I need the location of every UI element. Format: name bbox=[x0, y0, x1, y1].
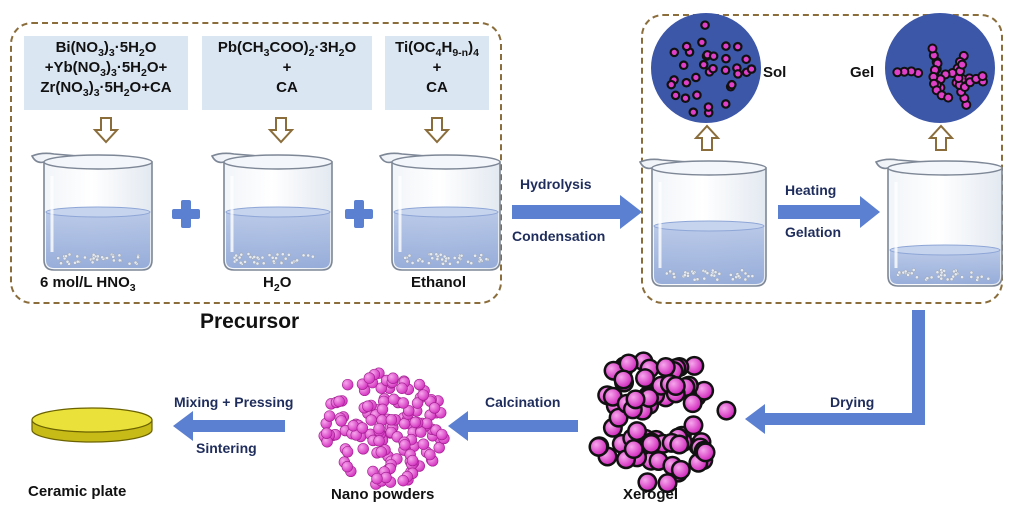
xerogel-label: Xerogel bbox=[623, 486, 679, 503]
beaker-sol bbox=[638, 158, 767, 287]
nano-powders-particles bbox=[318, 367, 450, 490]
ceramic-plate-disc bbox=[31, 407, 153, 443]
plus-icon-1 bbox=[172, 200, 200, 228]
reagent-box-3: Ti(OC4H9-n)4 + CA bbox=[385, 36, 489, 110]
sol-particles-circle bbox=[651, 13, 761, 123]
precursor-title: Precursor bbox=[200, 310, 300, 333]
reagent-2-line-2: + bbox=[282, 59, 292, 76]
beaker-gel bbox=[874, 158, 1003, 287]
xerogel-particles bbox=[588, 351, 737, 494]
hydrolysis-arrow bbox=[512, 195, 642, 229]
condensation-label: Condensation bbox=[512, 228, 606, 244]
down-arrow-2 bbox=[267, 117, 295, 144]
reagent-box-2: Pb(CH3COO)2·3H2O + CA bbox=[202, 36, 372, 110]
sintering-arrow bbox=[173, 411, 285, 441]
sol-gel-box bbox=[641, 14, 1003, 304]
solvent-label-h2o: H2O bbox=[263, 274, 292, 294]
reagent-3-line-3: CA bbox=[426, 79, 448, 96]
precursor-box bbox=[10, 22, 502, 304]
solvent-label-hno3: 6 mol/L HNO3 bbox=[40, 274, 136, 294]
reagent-2-line-1: Pb(CH3COO)2·3H2O bbox=[217, 39, 357, 59]
sol-label: Sol bbox=[763, 64, 787, 81]
drying-label: Drying bbox=[830, 394, 875, 410]
calcination-label: Calcination bbox=[485, 394, 561, 410]
beaker-hno3 bbox=[30, 152, 153, 271]
down-arrow-3 bbox=[423, 117, 451, 144]
sintering-label: Sintering bbox=[196, 440, 257, 456]
solvent-label-ethanol: Ethanol bbox=[411, 274, 466, 291]
up-arrow-sol bbox=[693, 124, 721, 151]
plus-icon-2 bbox=[345, 200, 373, 228]
heating-arrow bbox=[778, 196, 880, 228]
beaker-h2o bbox=[210, 152, 333, 271]
nano-powders-label: Nano powders bbox=[331, 486, 435, 503]
mixing-pressing-label: Mixing + Pressing bbox=[174, 394, 294, 410]
reagent-3-line-1: Ti(OC4H9-n)4 bbox=[395, 39, 479, 59]
gel-network-circle bbox=[885, 13, 995, 123]
ceramic-plate-label: Ceramic plate bbox=[28, 483, 127, 500]
reagent-3-line-2: + bbox=[432, 59, 442, 76]
gelation-label: Gelation bbox=[785, 224, 842, 240]
reagent-box-1: Bi(NO3)3·5H2O +Yb(NO3)3·5H2O+ Zr(NO3)3·5… bbox=[24, 36, 188, 110]
calcination-arrow bbox=[448, 411, 578, 441]
down-arrow-1 bbox=[92, 117, 120, 144]
reagent-1-line-2: +Yb(NO3)3·5H2O+ bbox=[44, 59, 168, 79]
gel-label: Gel bbox=[850, 64, 875, 81]
reagent-2-line-3: CA bbox=[276, 79, 298, 96]
drying-arrow bbox=[745, 310, 925, 434]
reagent-1-line-3: Zr(NO3)3·5H2O+CA bbox=[40, 79, 172, 99]
reagent-1-line-1: Bi(NO3)3·5H2O bbox=[55, 39, 157, 59]
heating-label: Heating bbox=[785, 182, 837, 198]
up-arrow-gel bbox=[927, 124, 955, 151]
hydrolysis-label: Hydrolysis bbox=[520, 176, 592, 192]
beaker-ethanol bbox=[378, 152, 501, 271]
